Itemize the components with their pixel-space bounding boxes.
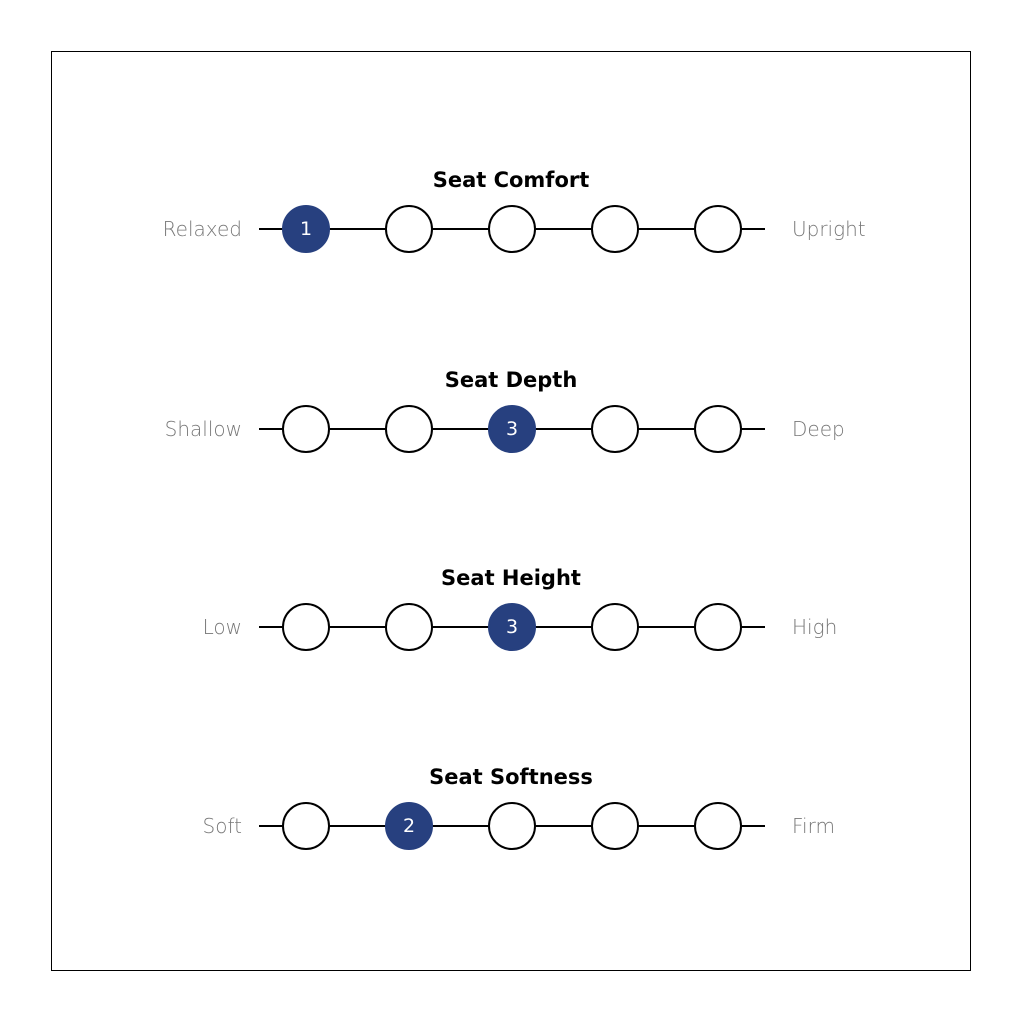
scale-option-2[interactable]: 2 xyxy=(385,603,433,651)
scale-option-1[interactable]: 1 xyxy=(282,205,330,253)
option-number: 1 xyxy=(299,218,313,240)
option-number: 2 xyxy=(402,815,416,837)
scale-max-label: Deep xyxy=(792,417,845,441)
survey-panel: Seat Comfort Relaxed 1 2 3 4 5 Upright S… xyxy=(51,51,971,971)
scale-option-1[interactable]: 1 xyxy=(282,405,330,453)
scale-title: Seat Height xyxy=(441,566,581,590)
scale-min-label: Relaxed xyxy=(162,217,242,241)
scale-max-label: Upright xyxy=(792,217,866,241)
scale-min-label: Low xyxy=(202,615,242,639)
scale-title: Seat Comfort xyxy=(432,168,590,192)
scale-title: Seat Softness xyxy=(429,765,593,789)
scale-max-label: Firm xyxy=(792,814,835,838)
scale-row: Relaxed 1 2 3 4 5 Upright xyxy=(52,204,970,254)
scale-option-2[interactable]: 2 xyxy=(385,405,433,453)
scale-option-3[interactable]: 3 xyxy=(488,405,536,453)
scale-row: Soft 1 2 3 4 5 Firm xyxy=(52,801,970,851)
scale-option-5[interactable]: 5 xyxy=(694,802,742,850)
scale-option-4[interactable]: 4 xyxy=(591,802,639,850)
option-number: 3 xyxy=(505,616,519,638)
scale-option-1[interactable]: 1 xyxy=(282,802,330,850)
scale-title: Seat Depth xyxy=(444,368,578,392)
scale-option-4[interactable]: 4 xyxy=(591,405,639,453)
scale-option-4[interactable]: 4 xyxy=(591,205,639,253)
scale-option-2[interactable]: 2 xyxy=(385,802,433,850)
scale-option-4[interactable]: 4 xyxy=(591,603,639,651)
scale-option-3[interactable]: 3 xyxy=(488,802,536,850)
scale-option-5[interactable]: 5 xyxy=(694,205,742,253)
scale-option-5[interactable]: 5 xyxy=(694,405,742,453)
scale-min-label: Soft xyxy=(202,814,242,838)
scale-row: Shallow 1 2 3 4 5 Deep xyxy=(52,404,970,454)
option-number: 3 xyxy=(505,418,519,440)
scale-max-label: High xyxy=(792,615,838,639)
scale-option-5[interactable]: 5 xyxy=(694,603,742,651)
scale-option-3[interactable]: 3 xyxy=(488,603,536,651)
scale-option-3[interactable]: 3 xyxy=(488,205,536,253)
scale-option-2[interactable]: 2 xyxy=(385,205,433,253)
scale-min-label: Shallow xyxy=(164,417,242,441)
scale-option-1[interactable]: 1 xyxy=(282,603,330,651)
scale-row: Low 1 2 3 4 5 High xyxy=(52,602,970,652)
